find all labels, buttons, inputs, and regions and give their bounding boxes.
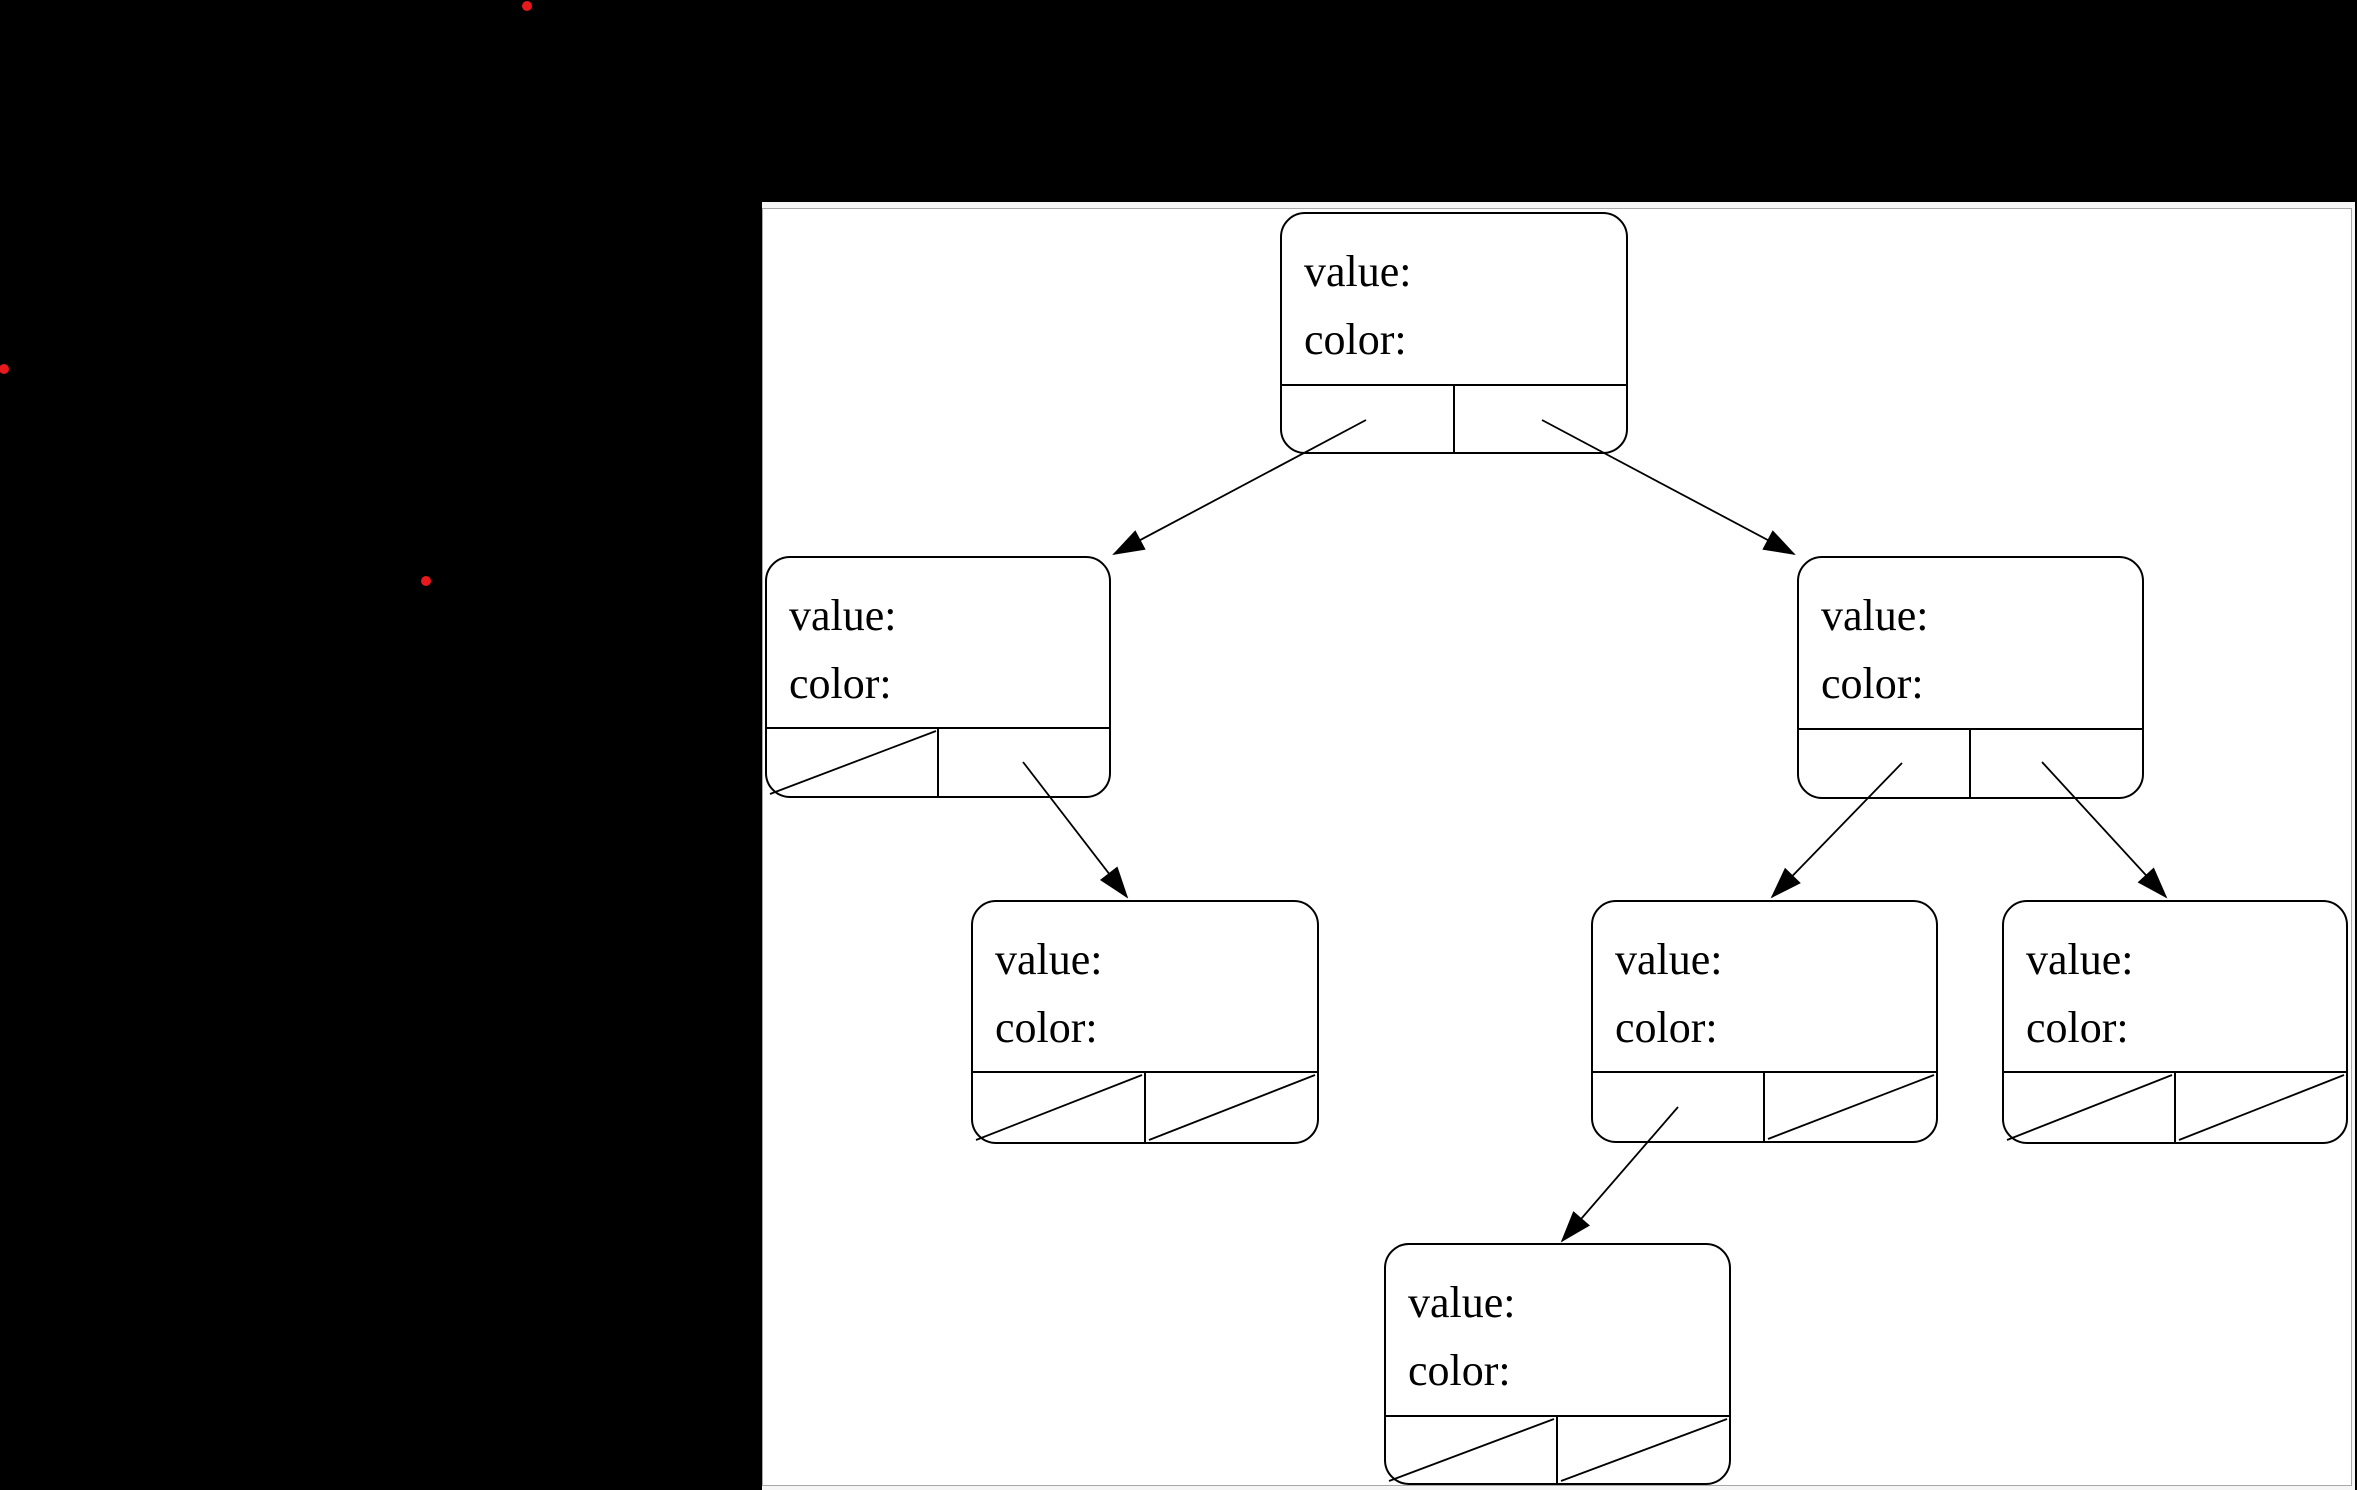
- null-pointer-slash: [2178, 1074, 2345, 1141]
- node-value-label: value:: [789, 591, 897, 640]
- node-value-label: value:: [2026, 935, 2134, 984]
- node-color-label: color:: [995, 1003, 1098, 1052]
- node-color-label: color:: [789, 659, 892, 708]
- node-value-label: value:: [1304, 247, 1412, 296]
- null-pointer-slash: [2006, 1074, 2173, 1141]
- tree-node-left: value: color:: [765, 556, 1111, 798]
- node-color-label: color:: [1304, 315, 1407, 364]
- red-dot: [0, 364, 9, 374]
- null-pointer-slash: [975, 1074, 1143, 1141]
- node-value-label: value:: [1615, 935, 1723, 984]
- edge-arrow-root-to-right: [1541, 419, 1796, 555]
- null-pointer-slash: [1148, 1074, 1316, 1141]
- tree-node-right: value: color:: [1797, 556, 2144, 799]
- tree-node-right-right: value: color:: [2002, 900, 2348, 1144]
- red-dot: [421, 576, 431, 586]
- null-pointer-slash: [1767, 1074, 1935, 1140]
- edge-arrow-right-left-to-rll: [1560, 1106, 1679, 1243]
- node-value-label: value:: [995, 935, 1103, 984]
- edge-arrow-right-to-right-left: [1770, 762, 1903, 899]
- null-pointer-slash: [1560, 1418, 1728, 1482]
- node-color-label: color:: [2026, 1003, 2129, 1052]
- node-value-label: value:: [1408, 1278, 1516, 1327]
- tree-node-right-left: value: color:: [1591, 900, 1938, 1143]
- null-pointer-slash: [1388, 1418, 1555, 1482]
- tree-node-root: value: color:: [1280, 212, 1628, 454]
- null-pointer-slash: [769, 730, 937, 795]
- edge-arrow-root-to-left: [1112, 419, 1367, 555]
- tree-node-right-left-left: value: color:: [1384, 1243, 1731, 1485]
- node-value-label: value:: [1821, 591, 1929, 640]
- red-dot: [522, 1, 532, 11]
- tree-node-left-right: value: color:: [971, 900, 1319, 1144]
- node-color-label: color:: [1615, 1003, 1718, 1052]
- node-color-label: color:: [1408, 1346, 1511, 1395]
- edge-arrow-right-to-right-right: [2041, 761, 2168, 899]
- node-color-label: color:: [1821, 659, 1924, 708]
- edge-arrow-left-to-left-right: [1022, 761, 1129, 899]
